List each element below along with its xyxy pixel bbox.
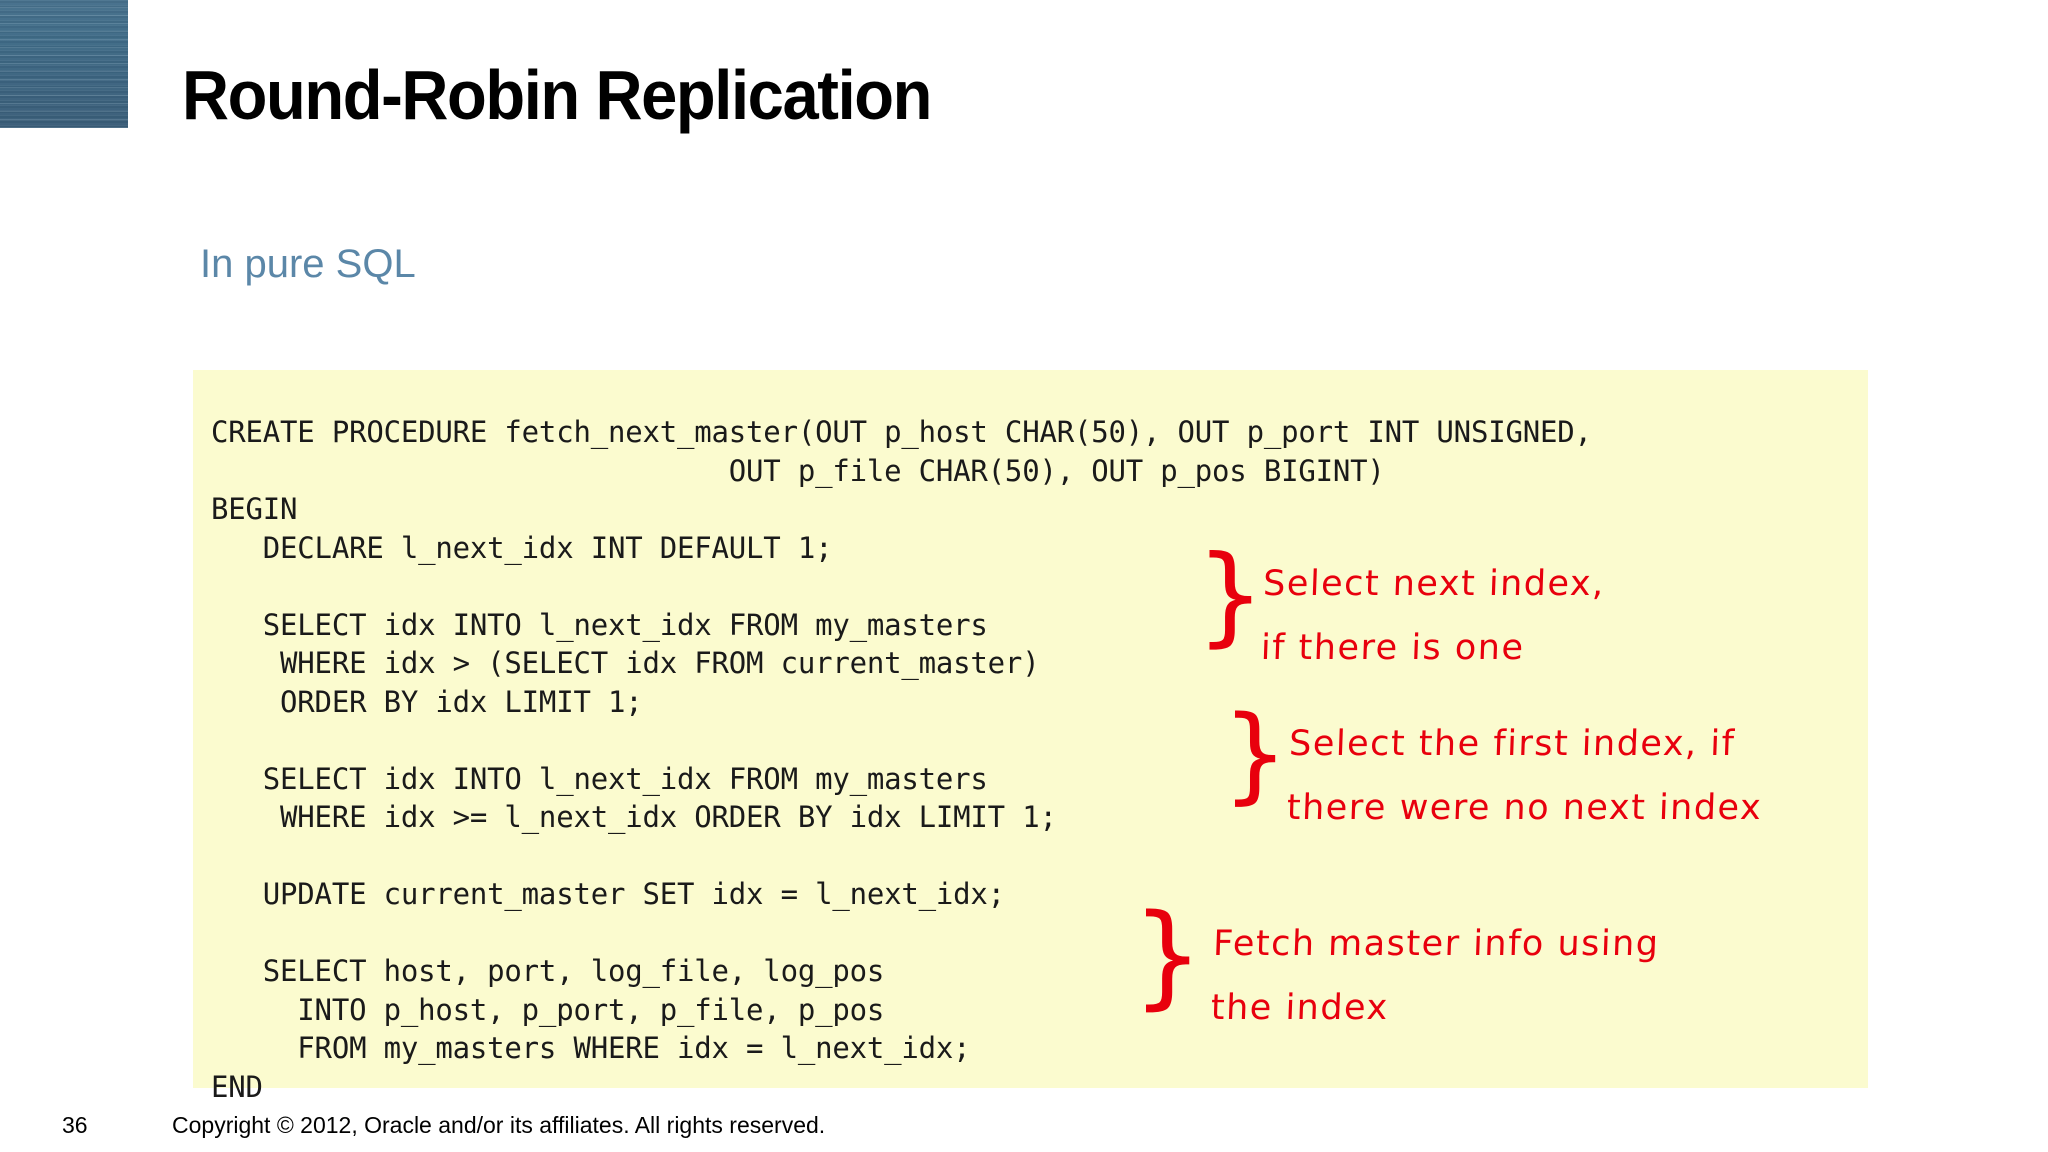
annotation-brace-1: } [1196, 533, 1265, 658]
annotation-text-1: Select next index, if there is one [1260, 564, 1606, 668]
sql-code: CREATE PROCEDURE fetch_next_master(OUT p… [211, 415, 1592, 1104]
annotation-brace-3: } [1132, 891, 1204, 1021]
footer-copyright: Copyright © 2012, Oracle and/or its affi… [172, 1112, 826, 1138]
footer-page-number: 36 [62, 1112, 88, 1138]
annotation-text-3: Fetch master info using the index [1210, 924, 1661, 1028]
page-title: Round-Robin Replication [182, 56, 932, 134]
annotation-brace-2: } [1222, 693, 1289, 815]
annotation-text-2: Select the first index, if there were no… [1286, 724, 1763, 828]
corner-accent-block [0, 0, 128, 128]
code-block: CREATE PROCEDURE fetch_next_master(OUT p… [193, 370, 1868, 1104]
page-subtitle: In pure SQL [200, 242, 416, 286]
